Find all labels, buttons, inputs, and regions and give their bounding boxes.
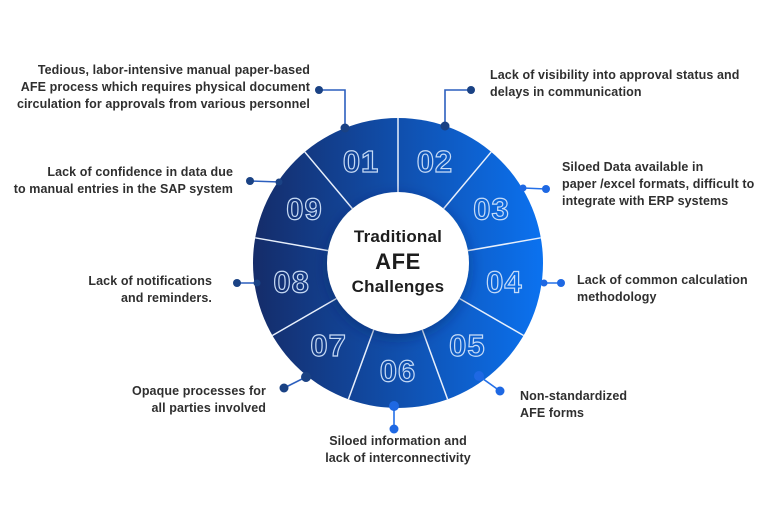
connector-dot [279, 383, 289, 393]
segment-divider [421, 329, 449, 400]
title-line-2: AFE [375, 249, 421, 274]
connector-dot [275, 178, 283, 186]
segment-divider [304, 151, 353, 210]
segment-number-06: 06 [380, 354, 416, 389]
segment-number-08: 08 [273, 264, 309, 299]
segment-number-07: 07 [310, 328, 346, 363]
segment-number-01: 01 [343, 144, 379, 179]
segment-number-04: 04 [486, 264, 522, 299]
connector-dot [519, 184, 527, 192]
connector-line [249, 180, 281, 183]
connector-dot [474, 371, 484, 381]
center-circle [327, 192, 469, 334]
challenge-label-01: Tedious, labor-intensive manual paper-ba… [16, 63, 310, 111]
connector-dot [440, 121, 450, 131]
segment-divider [347, 329, 375, 400]
segment-divider [255, 237, 329, 252]
segment-divider [467, 237, 541, 252]
connector-dot [315, 86, 323, 94]
title-line-3: Challenges [351, 277, 445, 296]
challenge-label-07: Opaque processes for all parties involve… [132, 384, 266, 415]
connector-dot [495, 386, 505, 396]
connector-dot [301, 372, 311, 382]
connector-line [319, 89, 346, 128]
connector-dot [246, 177, 254, 185]
challenge-label-08: Lack of notifications and reminders. [88, 274, 212, 305]
segment-divider [272, 297, 337, 337]
segment-number-09: 09 [286, 192, 322, 227]
challenge-label-04: Lack of common calculation methodology [577, 273, 748, 304]
segment-number-05: 05 [449, 328, 485, 363]
challenge-label-03: Siloed Data available in paper /excel fo… [562, 160, 755, 208]
connector-dot [389, 424, 399, 434]
connector-dot [467, 86, 475, 94]
connector-dot [389, 401, 399, 411]
connector-dot [253, 279, 261, 287]
challenge-label-09: Lack of confidence in data due to manual… [13, 165, 233, 196]
challenge-label-06: Siloed information and lack of interconn… [325, 434, 471, 465]
connector-dot [233, 279, 241, 287]
segment-divider [459, 297, 524, 337]
connector-line [444, 89, 471, 126]
challenge-label-05: Non-standardized AFE forms [520, 389, 628, 420]
title-line-1: Traditional [353, 227, 443, 246]
connector-dot [557, 279, 565, 287]
wheel-center-title: Traditional AFE Challenges [298, 225, 498, 298]
connector-dot [542, 185, 550, 193]
connector-dot [340, 123, 350, 133]
segment-number-03: 03 [473, 192, 509, 227]
challenge-label-02: Lack of visibility into approval status … [490, 68, 740, 99]
segment-divider [443, 151, 492, 210]
connector-dot [540, 279, 548, 287]
segment-number-02: 02 [417, 144, 453, 179]
